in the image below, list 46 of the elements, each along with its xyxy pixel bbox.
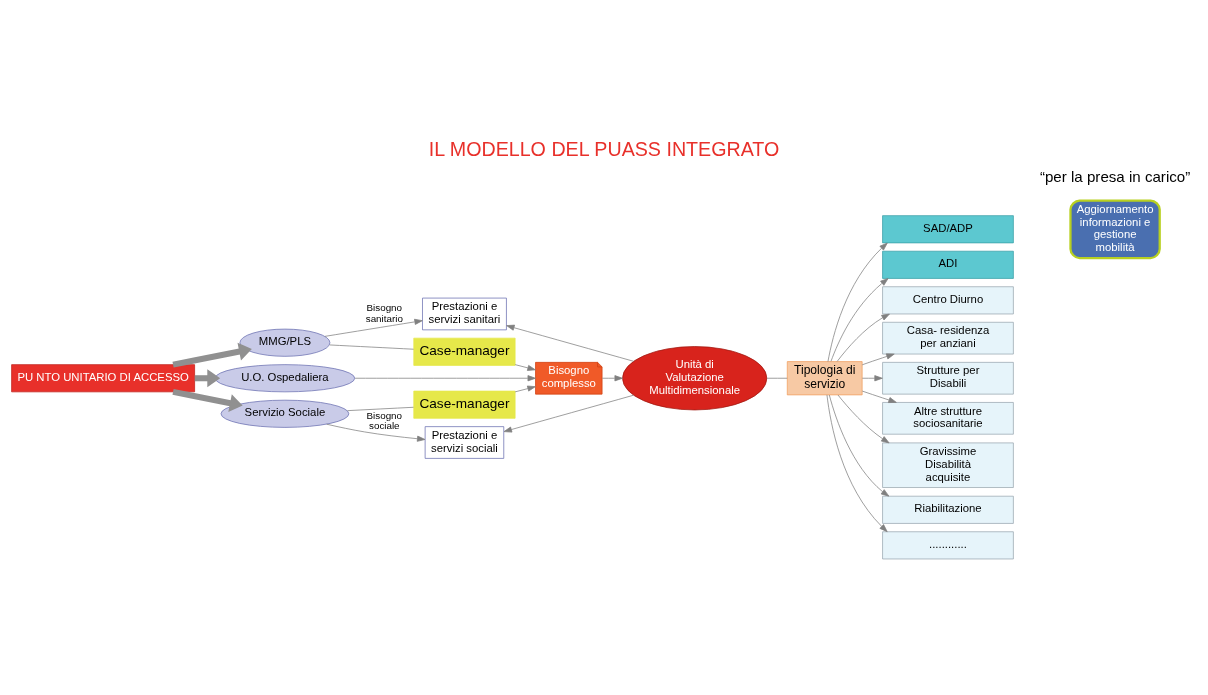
node-box: Case-manager	[413, 390, 516, 419]
arrow	[601, 374, 623, 381]
diagram-title: IL MODELLO DEL PUASS INTEGRATO	[428, 137, 780, 160]
node-box: ............	[882, 530, 1014, 559]
node-box: Strutture per Disabili	[882, 361, 1014, 394]
node-box: Prestazioni e servizi sanitari	[422, 297, 507, 330]
node-box: Case-manager	[413, 337, 516, 366]
node-box: Gravissime Disabilità acquisite	[882, 442, 1014, 488]
arrow	[503, 394, 634, 432]
arrow	[506, 324, 635, 362]
node-box: SAD/ADP	[882, 214, 1014, 243]
node-box: Altre strutture sociosanitarie	[882, 401, 1014, 435]
connector	[329, 344, 414, 350]
node-box: ADI	[882, 250, 1014, 279]
node-box: PU NTO UNITARIO DI ACCESSO	[11, 363, 195, 392]
node-ellipse: U.O. Ospedaliera	[214, 363, 356, 392]
node-ellipse: Servizio Sociale	[220, 399, 350, 428]
arrow	[172, 388, 243, 412]
arrow	[830, 277, 889, 362]
arrow	[826, 394, 888, 532]
node-box: Tipologia di servizio	[786, 360, 863, 395]
edge-label: Bisogno sociale	[366, 409, 403, 431]
arrow	[861, 352, 895, 365]
arrow	[861, 374, 883, 381]
connector	[766, 377, 788, 379]
arrow	[514, 385, 536, 392]
arrow	[827, 242, 888, 362]
node-box: Centro Diurno	[882, 285, 1014, 314]
node-box: Aggiornamento informazioni e gestione mobilità	[1069, 198, 1161, 259]
arrow	[172, 342, 252, 368]
label: “per la presa in carico”	[1039, 167, 1191, 185]
arrow	[828, 394, 890, 496]
arrow	[514, 363, 536, 371]
arrow	[326, 423, 426, 442]
arrow	[324, 318, 423, 337]
arrow	[836, 313, 890, 362]
node-ellipse: MMG/PLS	[239, 328, 331, 357]
arrow	[837, 394, 890, 443]
node-box: Riabilitazione	[882, 495, 1014, 524]
node-box: Casa- residenza per anziani	[882, 321, 1014, 354]
connector	[347, 406, 414, 411]
node-box: Prestazioni e servizi sociali	[424, 425, 505, 459]
node-ellipse: Unità di Valutazione Multidimensionale	[622, 345, 768, 410]
arrow	[861, 390, 897, 403]
arrow	[354, 374, 536, 381]
edge-label: Bisogno sanitario	[365, 301, 403, 324]
